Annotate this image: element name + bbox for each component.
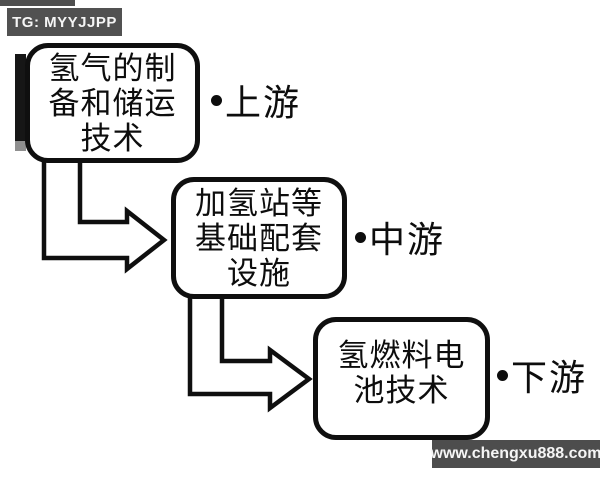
box-line: 基础配套	[195, 220, 323, 256]
stage-label-upstream: 上游	[211, 80, 301, 123]
bent-arrow-2-icon	[187, 292, 313, 413]
box-line: 设施	[227, 255, 291, 291]
watermark-site-badge: www.chengxu888.com	[430, 440, 600, 468]
flow-box-downstream: 氢燃料电 池技术	[313, 317, 490, 440]
watermark-telegram-badge: TG: MYYJJPP	[7, 8, 122, 36]
stage-label-midstream: 中游	[355, 217, 445, 260]
box-line: 备和储运	[48, 85, 177, 121]
flow-box-midstream: 加氢站等 基础配套 设施	[171, 177, 347, 299]
box-line: 技术	[80, 120, 145, 156]
top-left-strip	[0, 0, 75, 6]
bent-arrow-1-icon	[41, 157, 168, 274]
bullet-icon	[211, 94, 222, 106]
stage-label-text: 上游	[225, 83, 302, 123]
watermark-site-text: www.chengxu888.com	[430, 445, 600, 462]
bullet-icon	[497, 369, 508, 381]
stage-label-text: 中游	[369, 220, 446, 260]
stage-label-text: 下游	[511, 358, 588, 398]
watermark-telegram-text: TG: MYYJJPP	[12, 13, 117, 31]
bullet-icon	[355, 231, 366, 243]
box-line: 池技术	[353, 372, 450, 408]
stage-label-downstream: 下游	[497, 355, 587, 398]
left-gray-square	[15, 141, 26, 151]
box-line: 氢燃料电	[337, 337, 466, 373]
flow-box-upstream: 氢气的制 备和储运 技术	[25, 43, 200, 163]
box-line: 加氢站等	[195, 185, 323, 221]
left-black-bar	[15, 54, 26, 141]
box-line: 氢气的制	[48, 50, 177, 86]
